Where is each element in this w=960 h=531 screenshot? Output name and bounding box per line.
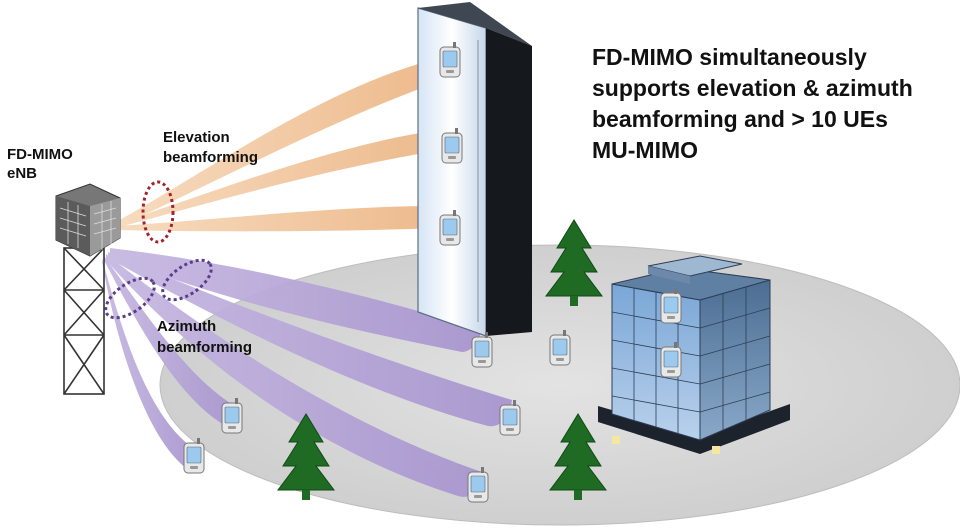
phone-icon — [221, 397, 243, 434]
phone-icon — [439, 209, 461, 246]
base-station-tower-icon — [55, 183, 121, 395]
elevation-beam-3 — [116, 206, 449, 232]
elevation-beamforming-label: Elevation beamforming — [163, 129, 259, 166]
phone-icon — [549, 329, 571, 366]
phone-icon — [660, 287, 682, 324]
phone-icon — [467, 466, 489, 503]
phone-icon — [439, 41, 461, 78]
headline: FD-MIMO simultaneously supports elevatio… — [592, 44, 913, 163]
azimuth-beam-3 — [106, 254, 482, 497]
azimuth-ring-1 — [161, 258, 213, 302]
elevation-ring — [141, 180, 175, 244]
elevation-beam-1 — [116, 59, 448, 229]
enb-label: FD-MIMO eNB — [7, 146, 73, 182]
elevation-beam-2 — [116, 130, 450, 228]
azimuth-ring-2 — [104, 276, 156, 320]
azimuth-beam-2 — [108, 252, 512, 427]
office-building-icon — [598, 255, 790, 454]
elevation-beams — [116, 59, 450, 232]
tall-building-icon — [417, 2, 532, 337]
azimuth-beam-1 — [110, 248, 482, 352]
phone-icon — [471, 331, 493, 368]
phone-icon — [441, 127, 463, 164]
phone-icon — [499, 399, 521, 436]
azimuth-beamforming-label: Azimuth beamforming — [157, 318, 253, 356]
phone-icon — [660, 341, 682, 378]
phone-icon — [183, 437, 205, 474]
